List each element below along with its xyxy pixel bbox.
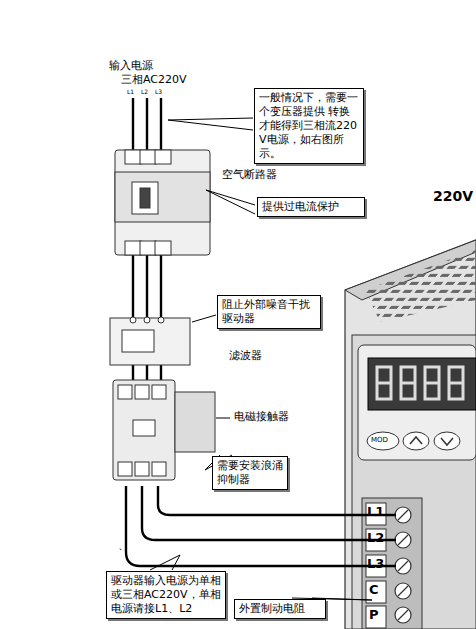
part-label: 220V: [433, 188, 473, 204]
terminal-label: L2: [367, 531, 384, 546]
leader-lines: [150, 118, 372, 600]
noise-filter: [110, 317, 190, 365]
callout-box: 阻止外部噪音干扰驱动器: [217, 295, 321, 329]
part-label: 滤波器: [229, 350, 262, 363]
callout-box: 提供过电流保护: [257, 197, 365, 217]
part-label: 电磁接触器: [234, 411, 289, 424]
air-circuit-breaker: [115, 150, 210, 255]
callout-text: 驱动器输入电源为单相或三相AC220V，单相电源请接L1、L2: [111, 574, 221, 616]
terminal-label: L1: [367, 505, 384, 520]
callout-box: 一般情况下，需要一个变压器提供 转换才能得到三相流220V电源，如右图所示。: [254, 88, 364, 164]
part-label: 三相AC220V: [121, 74, 187, 87]
part-label: 、: [118, 540, 129, 553]
callout-text: 阻止外部噪音干扰驱动器: [222, 298, 316, 326]
magnetic-contactor: [113, 380, 215, 480]
terminal-label: P: [369, 608, 379, 623]
callout-box: 外置制动电阻: [234, 599, 326, 619]
terminal-label: L3: [367, 557, 384, 572]
callout-text: 提供过电流保护: [262, 200, 360, 214]
callout-text: 外置制动电阻: [239, 602, 321, 616]
callout-box: 驱动器输入电源为单相或三相AC220V，单相电源请接L1、L2: [106, 571, 226, 619]
part-label: 空气断路器: [222, 169, 277, 182]
callout-text: 一般情况下，需要一个变压器提供 转换才能得到三相流220V电源，如右图所示。: [259, 91, 359, 161]
servo-drive: [345, 240, 476, 629]
part-label: MOD: [371, 436, 388, 444]
part-label: 输入电源: [109, 60, 153, 73]
part-label: L3: [155, 89, 162, 96]
callout-text: 需要安装浪涌抑制器: [217, 459, 283, 487]
part-label: L1: [127, 89, 134, 96]
part-label: L2: [141, 89, 148, 96]
callout-box: 需要安装浪涌抑制器: [212, 456, 288, 490]
terminal-label: C: [369, 583, 379, 598]
